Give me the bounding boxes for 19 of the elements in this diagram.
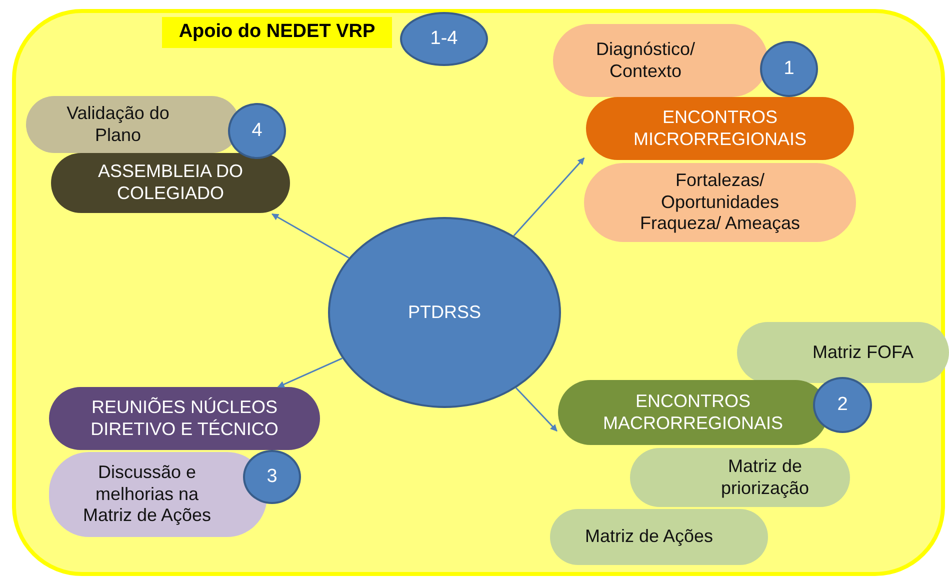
step-number-circle: 1 xyxy=(760,41,818,97)
arrow xyxy=(513,157,585,236)
step-number-circle: 1-4 xyxy=(400,12,488,66)
topic-pill: Matriz de Ações xyxy=(550,509,768,565)
topic-pill: Fortalezas/ Oportunidades Fraqueza/ Ameaças xyxy=(584,163,856,242)
topic-pill: Matriz de priorização xyxy=(630,448,850,507)
topic-pill: Discussão e melhorias na Matriz de Ações xyxy=(49,452,267,537)
topic-pill: Diagnóstico/ Contexto xyxy=(553,24,768,97)
arrow xyxy=(277,358,342,388)
arrow xyxy=(272,213,350,259)
step-number-circle: 3 xyxy=(243,450,301,504)
arrow xyxy=(515,387,558,432)
step-number-circle: 4 xyxy=(228,103,286,159)
topic-pill: ENCONTROS MICRORREGIONAIS xyxy=(586,97,854,160)
topic-pill: Matriz FOFA xyxy=(737,322,949,383)
topic-pill: REUNIÕES NÚCLEOS DIRETIVO E TÉCNICO xyxy=(49,387,320,450)
heading-label: Apoio do NEDET VRP xyxy=(162,17,392,48)
topic-pill: ASSEMBLEIA DO COLEGIADO xyxy=(51,153,290,213)
center-ellipse: PTDRSS xyxy=(328,217,561,408)
